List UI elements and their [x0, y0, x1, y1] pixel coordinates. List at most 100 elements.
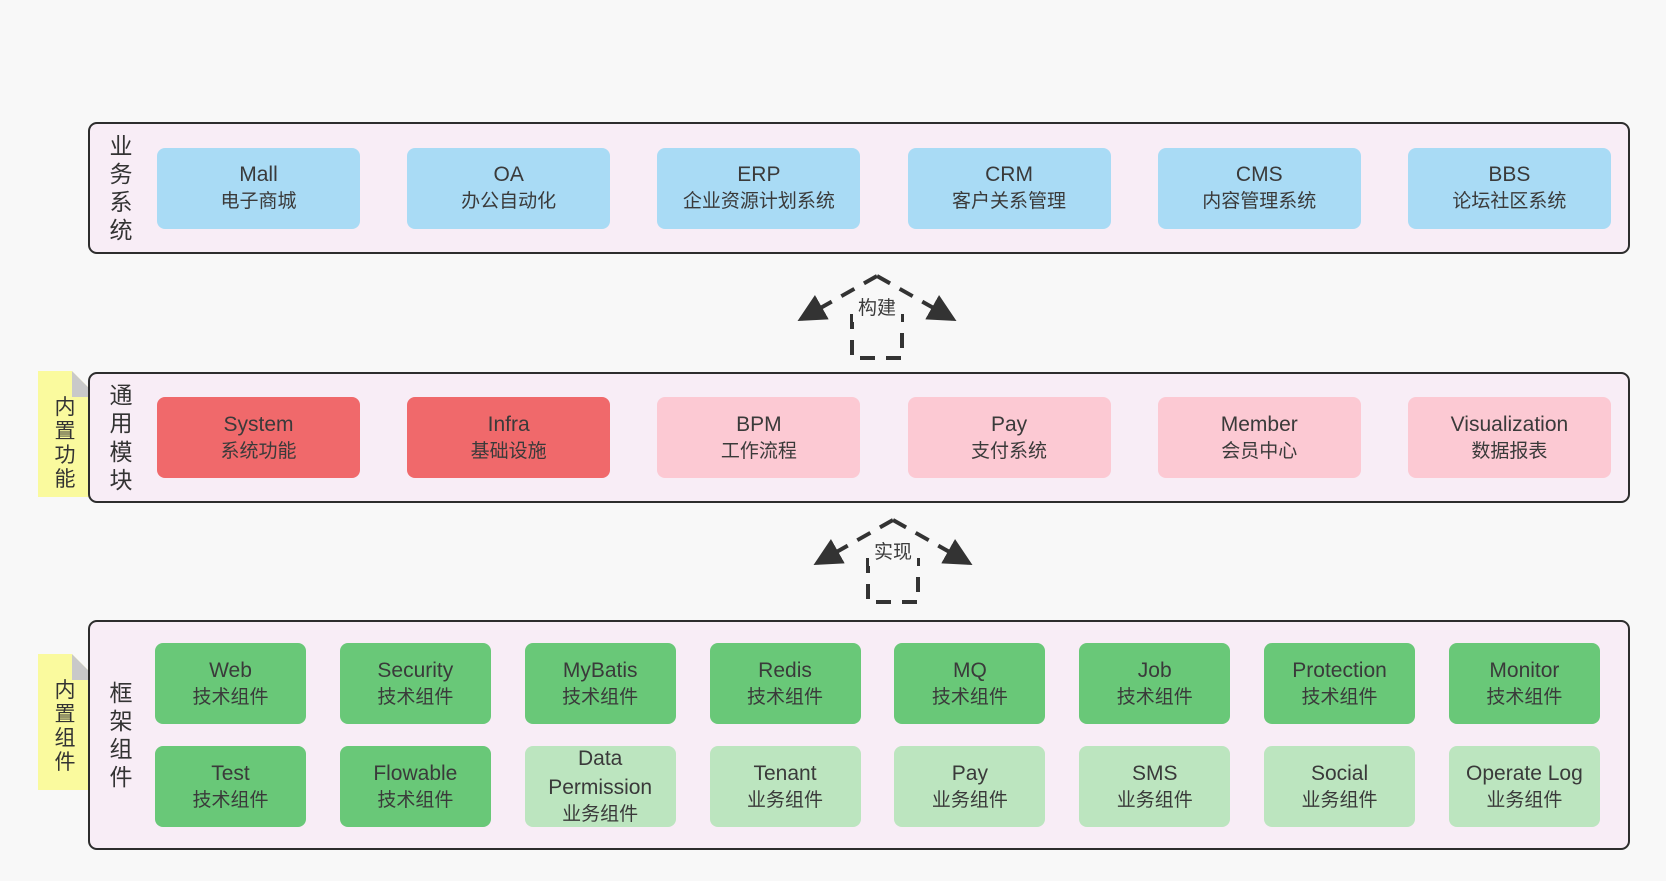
arrow-implement-label: 实现 [874, 541, 912, 563]
layer-label-modules-text: 通用模块 [109, 382, 133, 493]
box-title: MQ [952, 658, 987, 682]
box-crm: CRM 客户关系管理 [907, 147, 1111, 229]
box-sms: SMS 业务组件 [1079, 746, 1231, 827]
box-title: Pay [951, 761, 988, 785]
arrow-build: 构建 [777, 268, 977, 369]
box-system: System 系统功能 [157, 397, 360, 478]
business-boxes: Mall 电子商城 OA 办公自动化 ERP 企业资源计划系统 CRM 客户关系管理 CMS 内容… [157, 124, 1611, 252]
box-subtitle: 技术组件 [931, 686, 1008, 708]
box-pay: Pay 业务组件 [894, 746, 1046, 827]
box-subtitle: 电子商城 [220, 191, 297, 213]
arrow-implement-shape: 实现 [813, 518, 973, 604]
box-bbs: BBS 论坛社区系统 [1407, 147, 1611, 229]
box-subtitle: 业务组件 [931, 789, 1008, 811]
box-title: Test [211, 761, 250, 785]
box-subtitle: 业务组件 [1301, 789, 1378, 811]
box-title: Member [1220, 412, 1298, 436]
box-social: Social 业务组件 [1264, 746, 1416, 827]
box-subtitle: 业务组件 [562, 804, 639, 826]
box-subtitle: 技术组件 [192, 686, 269, 708]
box-title: OA [493, 163, 524, 186]
box-erp: ERP 企业资源计划系统 [657, 147, 861, 229]
layer-label-components-text: 框架组件 [109, 679, 133, 791]
sticky-note-builtin-components-text: 内置组件 [54, 679, 76, 775]
box-title: MyBatis [562, 658, 638, 682]
box-subtitle: 技术组件 [1301, 686, 1378, 708]
box-tenant: Tenant 业务组件 [709, 746, 861, 827]
box-title: Infra [487, 412, 530, 436]
box-title: CRM [985, 163, 1033, 186]
box-subtitle: 论坛社区系统 [1452, 191, 1567, 213]
box-oa: OA 办公自动化 [407, 147, 611, 229]
arrow-implement: 实现 [793, 512, 993, 613]
box-title: Monitor [1489, 658, 1560, 682]
box-title: Social [1310, 761, 1369, 785]
box-title: BBS [1488, 163, 1531, 186]
box-subtitle: 业务组件 [747, 789, 824, 811]
arrow-build-label: 构建 [858, 297, 896, 319]
box-title: Security [377, 658, 454, 682]
box-subtitle: 会员中心 [1221, 440, 1298, 462]
box-subtitle: 技术组件 [192, 789, 269, 811]
box-member: Member 会员中心 [1157, 397, 1361, 478]
box-subtitle: 业务组件 [1116, 789, 1193, 811]
box-redis: Redis 技术组件 [709, 643, 861, 724]
box-title: Protection [1292, 658, 1387, 682]
layer-label-modules: 通用模块 [100, 374, 142, 501]
layer-label-components: 框架组件 [100, 622, 142, 848]
box-title: Job [1137, 658, 1172, 682]
box-title: Operate Log [1466, 761, 1583, 785]
box-subtitle: 技术组件 [377, 789, 454, 811]
box-title: BPM [736, 412, 782, 436]
box-title: ERP [737, 163, 781, 186]
box-protection: Protection 技术组件 [1264, 643, 1416, 724]
sticky-note-builtin-features-text: 内置功能 [54, 396, 76, 492]
box-cms: CMS 内容管理系统 [1157, 147, 1361, 229]
box-title: Flowable [373, 761, 458, 785]
box-subtitle: 办公自动化 [461, 191, 557, 213]
box-title: Data Permission [548, 747, 653, 799]
layer-business-systems: 业务系统 Mall 电子商城 OA 办公自动化 ERP 企业资源计划系统 CRM 客户关系管理… [88, 122, 1630, 254]
arrow-build-shape: 构建 [797, 274, 957, 360]
box-title: Tenant [753, 761, 817, 785]
box-title: System [223, 412, 294, 436]
box-infra: Infra 基础设施 [407, 397, 611, 478]
box-subtitle: 技术组件 [1116, 686, 1193, 708]
box-title: Visualization [1450, 412, 1569, 436]
box-subtitle: 工作流程 [720, 440, 797, 462]
box-subtitle: 系统功能 [220, 440, 297, 462]
layer-label-business: 业务系统 [100, 124, 142, 252]
module-boxes: System 系统功能 Infra 基础设施 BPM 工作流程 Pay 支付系统 Member 会… [157, 374, 1611, 501]
box-subtitle: 基础设施 [470, 440, 547, 462]
box-flowable: Flowable 技术组件 [339, 746, 491, 827]
box-subtitle: 业务组件 [1486, 789, 1563, 811]
box-security: Security 技术组件 [339, 643, 491, 724]
box-title: Redis [758, 658, 812, 682]
box-bpm: BPM 工作流程 [657, 397, 861, 478]
box-subtitle: 客户关系管理 [952, 191, 1067, 213]
box-subtitle: 技术组件 [377, 686, 454, 708]
box-subtitle: 技术组件 [747, 686, 824, 708]
box-title: Mall [239, 163, 278, 186]
box-visualization: Visualization 数据报表 [1407, 397, 1611, 478]
box-subtitle: 企业资源计划系统 [682, 191, 835, 213]
box-subtitle: 数据报表 [1471, 440, 1548, 462]
box-pay: Pay 支付系统 [907, 397, 1111, 478]
box-mall: Mall 电子商城 [157, 147, 360, 229]
box-title: Pay [990, 412, 1028, 436]
layer-common-modules: 通用模块 System 系统功能 Infra 基础设施 BPM 工作流程 Pay 支付系统 Me… [88, 372, 1630, 503]
box-subtitle: 支付系统 [971, 440, 1048, 462]
box-title: CMS [1235, 163, 1283, 186]
layer-label-business-text: 业务系统 [109, 132, 133, 244]
box-subtitle: 技术组件 [1486, 686, 1563, 708]
box-job: Job 技术组件 [1079, 643, 1231, 724]
box-title: SMS [1131, 761, 1178, 785]
box-data-permission: Data Permission 业务组件 [524, 746, 676, 827]
box-subtitle: 内容管理系统 [1202, 191, 1317, 213]
